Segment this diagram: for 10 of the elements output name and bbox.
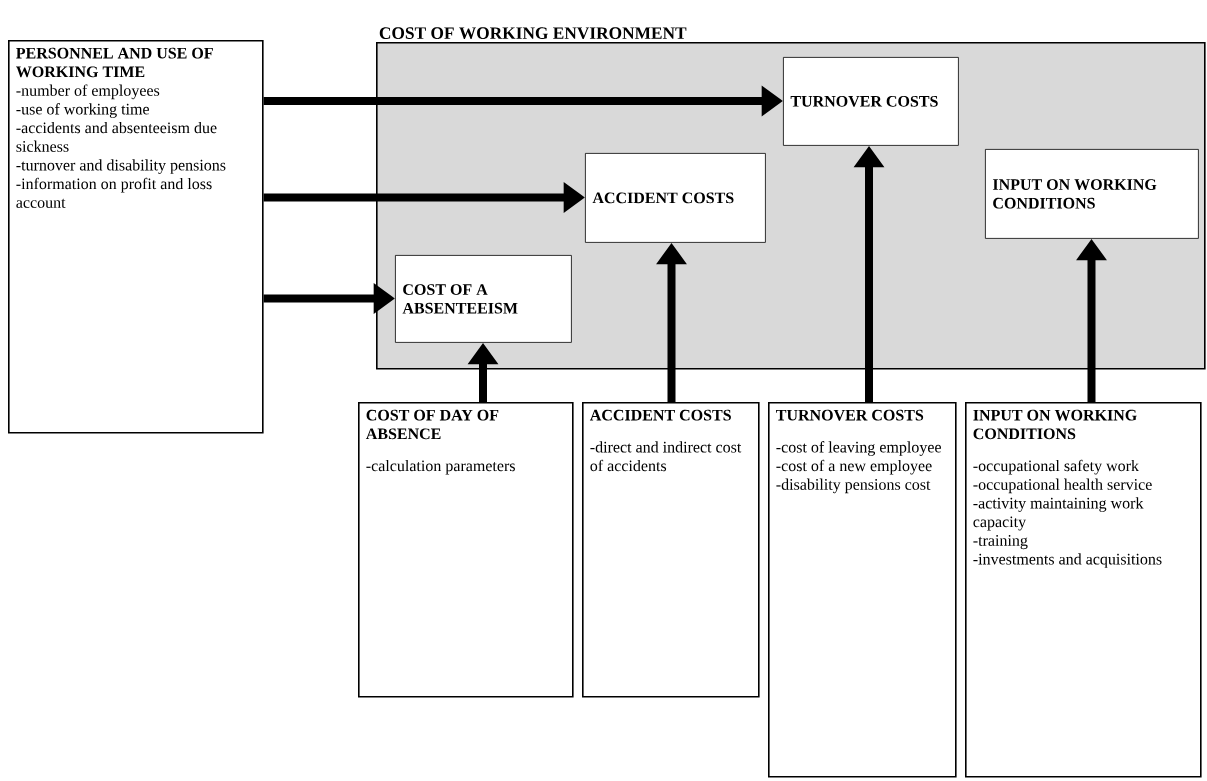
text-box: PERSONNEL AND USE OF WORKING TIME -number of employees -use of working time -accidents and absenteeism due sickness -turnover and disability pensions -information on profit and loss account [8, 40, 264, 434]
process-box: TURNOVER COSTS [783, 57, 959, 146]
process-box: ACCIDENT COSTS [585, 153, 766, 243]
process-box: INPUT ON WORKING CONDITIONS [985, 149, 1199, 239]
node-label: COST OF WORKING ENVIRONMENT [379, 27, 687, 40]
text-box: TURNOVER COSTS -cost of leaving employee -cost of a new employee -disability pensions cost [768, 402, 957, 778]
process-box: COST OF A ABSENTEEISM [395, 255, 572, 343]
text-box: COST OF DAY OF ABSENCE -calculation parameters [358, 402, 574, 698]
text-box: INPUT ON WORKING CONDITIONS -occupational safety work -occupational health service -activity maintaining work capacity -training -investments and acquisitions [965, 402, 1202, 778]
text-box: ACCIDENT COSTS -direct and indirect cost of accidents [582, 402, 760, 698]
